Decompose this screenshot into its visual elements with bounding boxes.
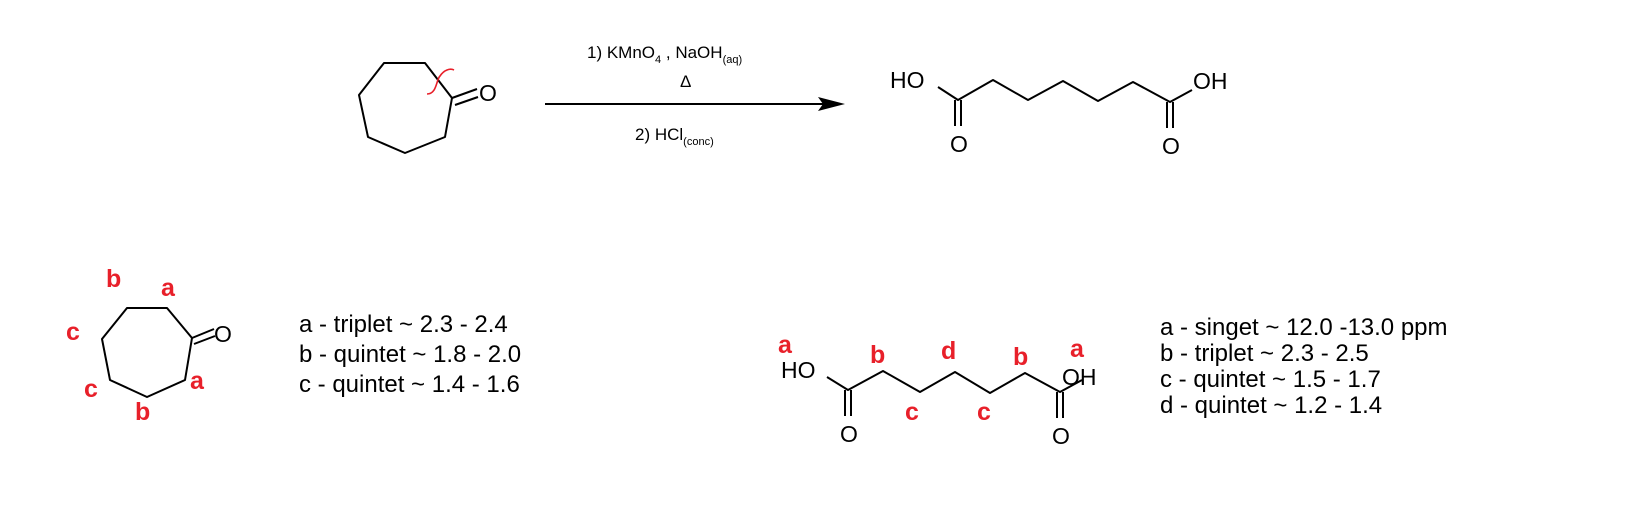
step1-conditions: 1) KMnO4 , NaOH(aq) — [587, 43, 742, 66]
nmr-entry: b - triplet ~ 2.3 - 2.5 — [1160, 340, 1369, 367]
oxygen-label: O — [214, 321, 232, 347]
proton-label-d: d — [941, 337, 956, 365]
cycloheptanone-reactant: O — [358, 62, 497, 154]
carbonyl-o-right: O — [1162, 133, 1180, 159]
proton-label-a: a — [190, 367, 205, 395]
pimelic-acid-product: HO OH O O — [890, 67, 1228, 159]
nmr-entry: c - quintet ~ 1.5 - 1.7 — [1160, 366, 1381, 393]
carbon-chain — [826, 370, 1083, 394]
reaction-arrow: 1) KMnO4 , NaOH(aq) Δ 2) HCl(conc) — [545, 43, 845, 148]
carbonyl-o-left: O — [950, 131, 968, 157]
bond-cleavage-squiggle — [426, 68, 455, 95]
proton-label-c: c — [66, 318, 80, 346]
carbonyl-o-right: O — [1052, 423, 1070, 449]
ring-bonds — [358, 62, 453, 154]
proton-label-c: c — [905, 398, 919, 426]
nmr-entry: a - singet ~ 12.0 -13.0 ppm — [1160, 314, 1448, 341]
ring-bonds — [101, 307, 193, 398]
labeled-cycloheptanone: O b a c c a b — [66, 265, 232, 426]
nmr-entry: c - quintet ~ 1.4 - 1.6 — [299, 371, 520, 398]
oxygen-label: O — [479, 80, 497, 106]
ho-label: HO — [890, 67, 925, 93]
oh-label: OH — [1062, 364, 1097, 390]
ketone-nmr-list: a - triplet ~ 2.3 - 2.4 b - quintet ~ 1.… — [299, 311, 521, 398]
carbonyl-bond — [451, 88, 478, 99]
proton-label-a: a — [778, 331, 793, 359]
labeled-pimelic-acid: HO OH O O a b d b a c c — [778, 331, 1097, 449]
carbonyl-o-left: O — [840, 421, 858, 447]
carbon-chain — [937, 79, 1193, 103]
nmr-entry: a - triplet ~ 2.3 - 2.4 — [299, 311, 508, 338]
proton-label-c: c — [977, 398, 991, 426]
proton-label-c: c — [84, 375, 98, 403]
ho-label: HO — [781, 357, 816, 383]
proton-label-b: b — [1013, 343, 1028, 371]
proton-label-b: b — [870, 341, 885, 369]
proton-label-a: a — [1070, 335, 1085, 363]
proton-label-b: b — [106, 265, 121, 293]
nmr-entry: b - quintet ~ 1.8 - 2.0 — [299, 341, 521, 368]
step2-conditions: 2) HCl(conc) — [635, 125, 714, 148]
heat-symbol: Δ — [680, 72, 691, 91]
nmr-entry: d - quintet ~ 1.2 - 1.4 — [1160, 392, 1382, 419]
oh-label: OH — [1193, 68, 1228, 94]
proton-label-a: a — [161, 274, 176, 302]
carbonyl-bond-2 — [454, 96, 479, 106]
proton-label-b: b — [135, 398, 150, 426]
acid-nmr-list: a - singet ~ 12.0 -13.0 ppm b - triplet … — [1160, 314, 1448, 419]
arrow-head-icon — [818, 97, 845, 111]
